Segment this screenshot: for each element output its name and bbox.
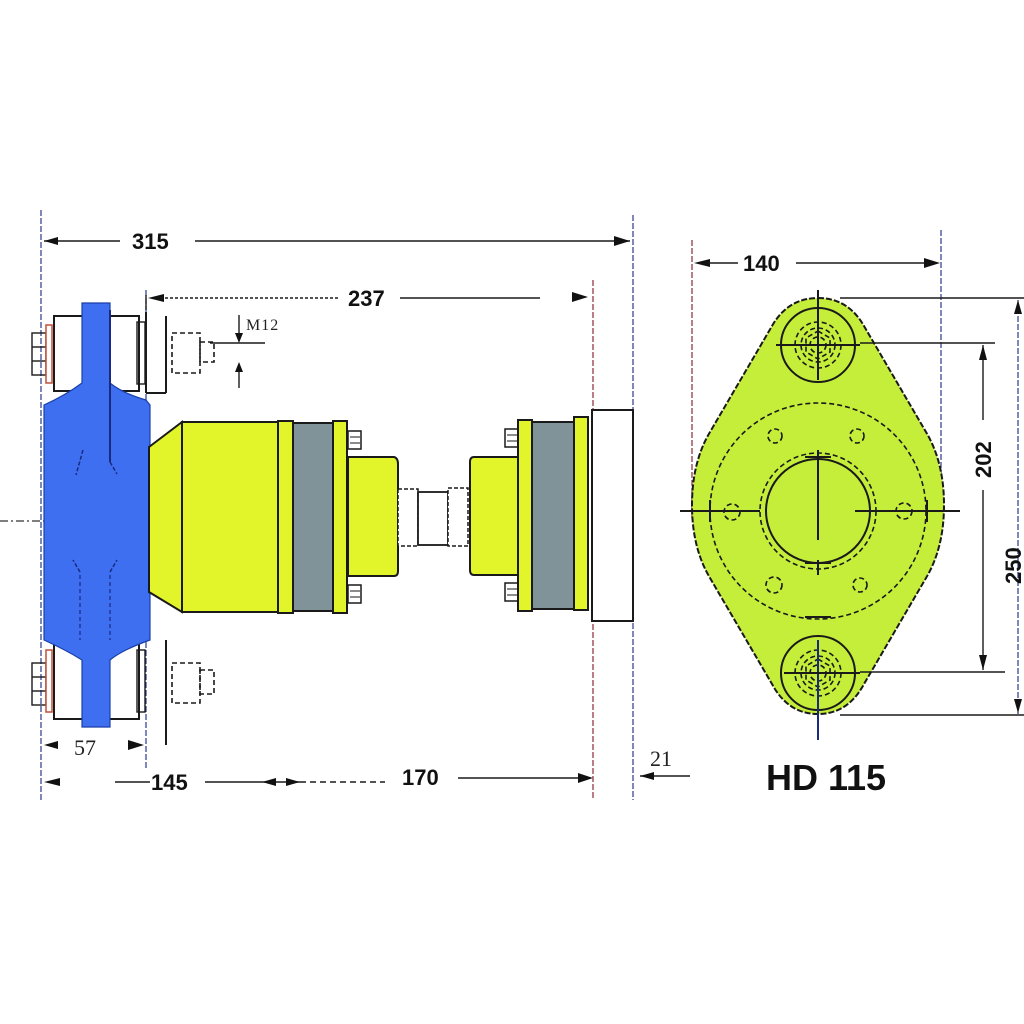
bottom-bolt-hole — [780, 635, 860, 740]
dimension-label-140: 140 — [743, 251, 780, 276]
dimension-140: 140 — [694, 251, 940, 276]
part-title: HD 115 — [766, 757, 886, 798]
pitch-circle-holes — [723, 428, 913, 594]
blue-bracket — [43, 302, 151, 728]
dimension-label-250: 250 — [1001, 547, 1024, 584]
left-yellow-body — [148, 419, 399, 614]
end-plate — [591, 409, 634, 622]
coupling-shaft — [397, 487, 469, 547]
center-hub — [680, 402, 960, 620]
dimension-label-315: 315 — [132, 229, 169, 254]
dimension-label-145: 145 — [151, 770, 188, 795]
dimension-label-170: 170 — [402, 765, 439, 790]
dimension-m12: M12 — [210, 315, 279, 388]
dimension-label-57: 57 — [74, 735, 96, 760]
front-view: 140 — [680, 230, 1024, 740]
top-bolt-hole — [776, 290, 860, 383]
dimension-202: 202 — [860, 342, 1005, 673]
dimension-145-170: 145 170 — [44, 765, 593, 795]
dimension-label-202: 202 — [971, 441, 996, 478]
dimension-250: 250 — [840, 297, 1024, 716]
right-yellow-body — [469, 416, 589, 612]
side-view: 315 237 M12 — [0, 210, 690, 800]
bottom-bolt-assembly — [31, 640, 215, 745]
dimension-label-m12: M12 — [246, 317, 279, 334]
dimension-315: 315 — [44, 229, 630, 254]
dimension-21: 21 — [640, 746, 690, 780]
dimension-label-237: 237 — [348, 286, 385, 311]
dimension-237: 237 — [145, 286, 588, 311]
dimension-57: 57 — [44, 735, 144, 760]
top-bolt-assembly — [31, 312, 215, 394]
dimension-label-21: 21 — [650, 746, 672, 771]
